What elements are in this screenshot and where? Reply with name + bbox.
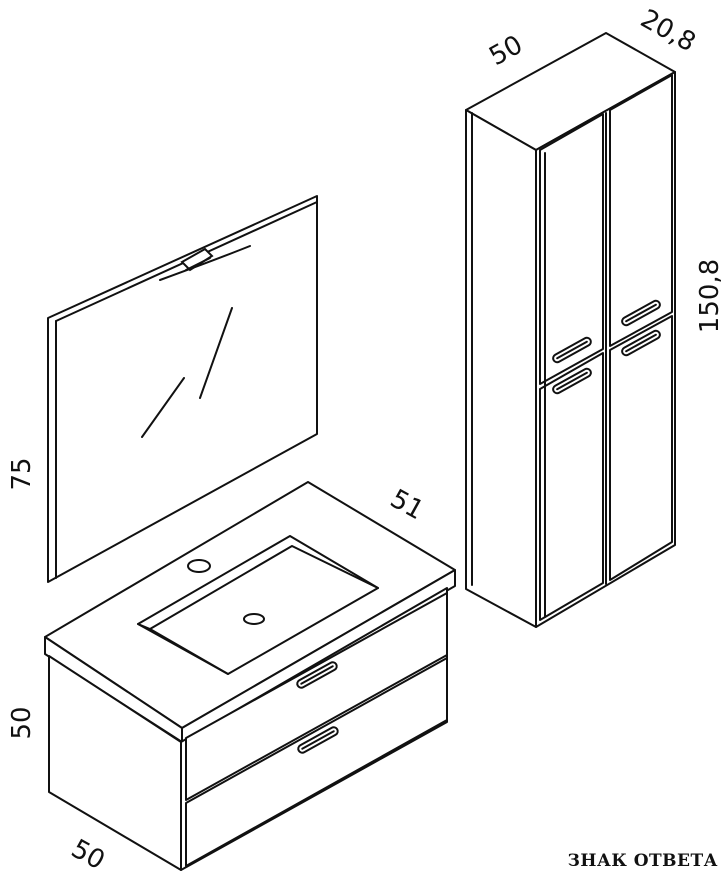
upper-right-door — [609, 74, 673, 347]
mirror — [47, 195, 318, 583]
drawer-handle-icon — [297, 726, 339, 754]
door-handles — [552, 299, 661, 395]
watermark: ЗНАК ОТВЕТА — [568, 851, 718, 871]
cabinet-side-panel — [465, 109, 537, 628]
bottom-drawer — [185, 657, 448, 867]
drawer-handles — [296, 661, 339, 754]
upper-left-door — [539, 113, 604, 385]
dim-vanity-height: 50 — [7, 706, 37, 739]
door-handle-icon — [621, 299, 661, 327]
door-handle-icon — [552, 367, 592, 395]
dim-vanity-width: 50 — [66, 834, 109, 876]
tall-cabinet — [465, 32, 676, 628]
drain-icon — [243, 613, 265, 625]
drawer-handle-icon — [296, 661, 338, 689]
dim-tall-height: 150,8 — [695, 259, 725, 333]
mirror-lamp — [159, 245, 251, 281]
lower-right-door — [609, 315, 673, 581]
dim-mirror-height: 75 — [7, 457, 37, 490]
lower-left-door — [539, 352, 604, 621]
vanity-unit — [44, 481, 456, 871]
top-drawer — [185, 592, 448, 801]
door-handle-icon — [621, 329, 661, 357]
dim-tall-depth: 20,8 — [635, 4, 700, 58]
door-handle-icon — [552, 336, 592, 364]
dim-tall-width: 50 — [484, 30, 527, 72]
tap-hole-icon — [187, 559, 211, 573]
dim-vanity-depth: 51 — [385, 484, 428, 526]
